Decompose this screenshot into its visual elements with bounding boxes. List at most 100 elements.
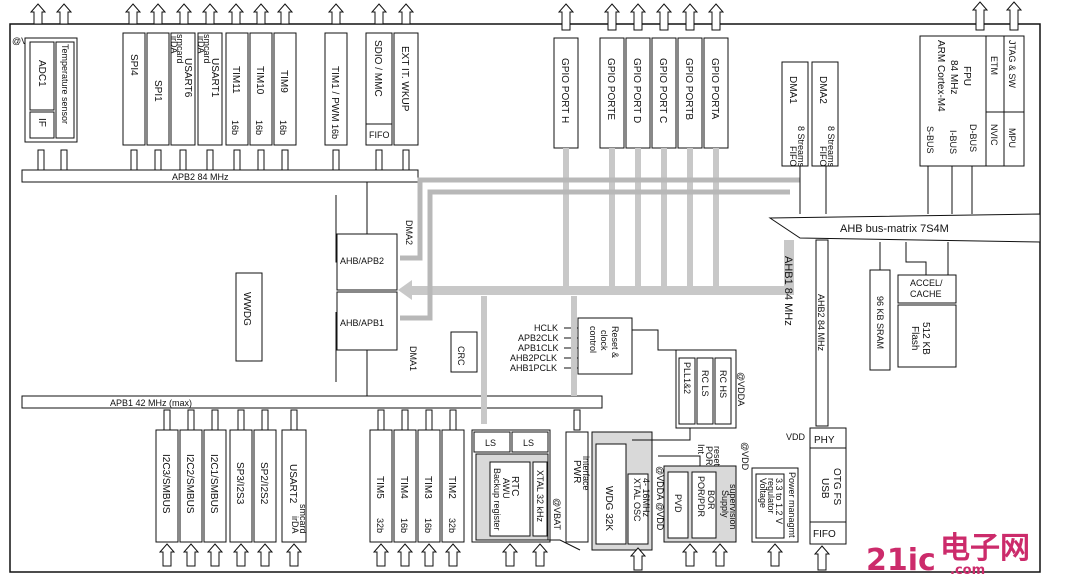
tim4-bits: 16b <box>399 518 409 533</box>
ahb1-to-pwr-gray <box>571 296 577 396</box>
tim9-label: TIM9 <box>278 70 289 93</box>
dma2-fifo: FIFO <box>818 146 828 167</box>
spi4-label: SPI4 <box>128 54 139 76</box>
gpio-port-a-block <box>703 37 729 149</box>
rtc-label: RTC <box>509 476 520 496</box>
temperature-sensor-block <box>55 41 75 139</box>
usart2-block <box>281 429 307 543</box>
wwdg-block <box>235 272 263 362</box>
watermark-cn: 电子网 <box>940 531 1030 566</box>
int-label: Int <box>696 444 706 455</box>
wwdg-label: WWDG <box>241 292 252 326</box>
ibus-label: I-BUS <box>948 130 958 154</box>
usart2-label: USART2 <box>287 464 298 504</box>
cache-label: CACHE <box>910 289 942 299</box>
bottom-io-arrows <box>158 543 831 571</box>
ahb1pclk-label: AHB1PCLK <box>510 363 557 373</box>
backup-register-label: Backup register <box>492 468 502 531</box>
ahb-apb2-bridge <box>336 233 398 291</box>
temperature-sensor-label: Temperature sensor <box>60 44 70 124</box>
voltage-regulator-block <box>755 473 785 539</box>
rc-ls-label: RC LS <box>700 370 710 397</box>
usart6-sub1: smcard <box>175 34 185 64</box>
xtal-osc-freq: 4- 16MHz <box>641 478 651 518</box>
apb2-bus-label: APB2 84 MHz <box>172 172 229 182</box>
adc1-label: ADC1 <box>36 60 47 87</box>
tim10-label: TIM10 <box>254 66 265 95</box>
sp2-label: SP2/I2S2 <box>258 462 269 505</box>
pwr-interface-block <box>565 431 589 543</box>
gpio-bus-c <box>661 148 667 288</box>
tim9-bits: 16b <box>278 120 288 135</box>
dma1-streams: 8 Streams <box>796 126 806 168</box>
gpio-port-a-label: GPIO PORTA <box>709 58 720 120</box>
vdda-vdd-label: @VDDA @VDD <box>655 466 665 531</box>
watermark-logo: 21ic <box>866 543 936 578</box>
flash-label: Flash <box>909 326 920 350</box>
usart6-block <box>170 32 196 146</box>
dma1-block <box>781 61 809 167</box>
crc-block <box>450 331 478 373</box>
rc-hs-label: RC HS <box>718 370 728 398</box>
usart2-sub2: irDA <box>290 516 300 534</box>
ls-block-2 <box>511 431 549 453</box>
apb2-bus <box>21 169 419 183</box>
usart1-block <box>197 32 223 146</box>
ahb-apb2-label: AHB/APB2 <box>340 256 384 266</box>
gpio-port-e-label: GPIO PORTE <box>605 58 616 120</box>
tim10-block <box>249 32 273 146</box>
supply-label: Supply <box>720 490 730 518</box>
usb-label: USB <box>819 478 830 499</box>
apb2-connectors <box>37 149 410 171</box>
tim10-bits: 16b <box>254 120 264 135</box>
hclk-label: HCLK <box>534 323 558 333</box>
dma1-label: DMA1 <box>787 76 798 104</box>
tim5-bits: 32b <box>375 518 385 533</box>
etm-label: ETM <box>989 56 999 75</box>
ahb-bus-matrix-label: AHB bus-matrix 7S4M <box>840 223 949 235</box>
reset-label: Reset & <box>610 326 620 358</box>
apb1-bus <box>21 395 603 409</box>
gpio-bus-h <box>563 148 569 288</box>
mpu-label: MPU <box>1007 128 1017 148</box>
ahb-apb1-bridge <box>336 291 398 351</box>
adc-if-label: IF <box>36 118 47 127</box>
reset-clock-control-block <box>577 317 633 375</box>
usart1-sub1: smcard <box>202 34 212 64</box>
ahb2pclk-label: AHB2PCLK <box>510 353 557 363</box>
tim11-label: TIM11 <box>230 66 241 94</box>
gpio-bus-d <box>635 148 641 288</box>
usb-fifo-block <box>809 521 847 545</box>
sbus-label: S-BUS <box>925 126 935 154</box>
spi4-block <box>122 32 146 146</box>
rtc-block <box>489 461 531 537</box>
tim3-bits: 16b <box>423 518 433 533</box>
awu-label: AWU <box>501 478 511 499</box>
adc1-block <box>29 41 55 111</box>
usart6-sub2: irDA <box>169 36 179 54</box>
debug-block <box>985 35 1025 167</box>
gpio-port-c-label: GPIO PORT C <box>657 58 668 123</box>
spi1-block <box>146 32 170 146</box>
tim11-block <box>225 32 249 146</box>
ahb1-label: AHB1 84 MHz <box>782 256 794 326</box>
i2c1-label: I2C1/SMBUS <box>208 454 219 514</box>
gpio-port-c-block <box>651 37 677 149</box>
gpio-port-e-block <box>599 37 625 149</box>
por-label: POR <box>704 446 714 466</box>
sram-label: 96 KB SRAM <box>875 296 885 349</box>
dbus-label: D-BUS <box>968 124 978 152</box>
vdda-osc-label: @VDDA <box>736 372 746 406</box>
pll-label: PLL1&2 <box>682 362 692 394</box>
adc-if-block <box>29 111 55 139</box>
dma2-streams: 8 Streams <box>826 126 836 168</box>
flash-size-label: 512 KB <box>920 322 931 355</box>
tim2-bits: 32b <box>447 518 457 533</box>
pll-block <box>678 357 696 425</box>
control-label: control <box>588 326 598 353</box>
tim5-label: TIM5 <box>374 476 385 499</box>
phy-block <box>809 427 847 449</box>
pwr-label: PWR <box>571 460 582 483</box>
apb1-bus-label: APB1 42 MHz (max) <box>110 398 192 408</box>
